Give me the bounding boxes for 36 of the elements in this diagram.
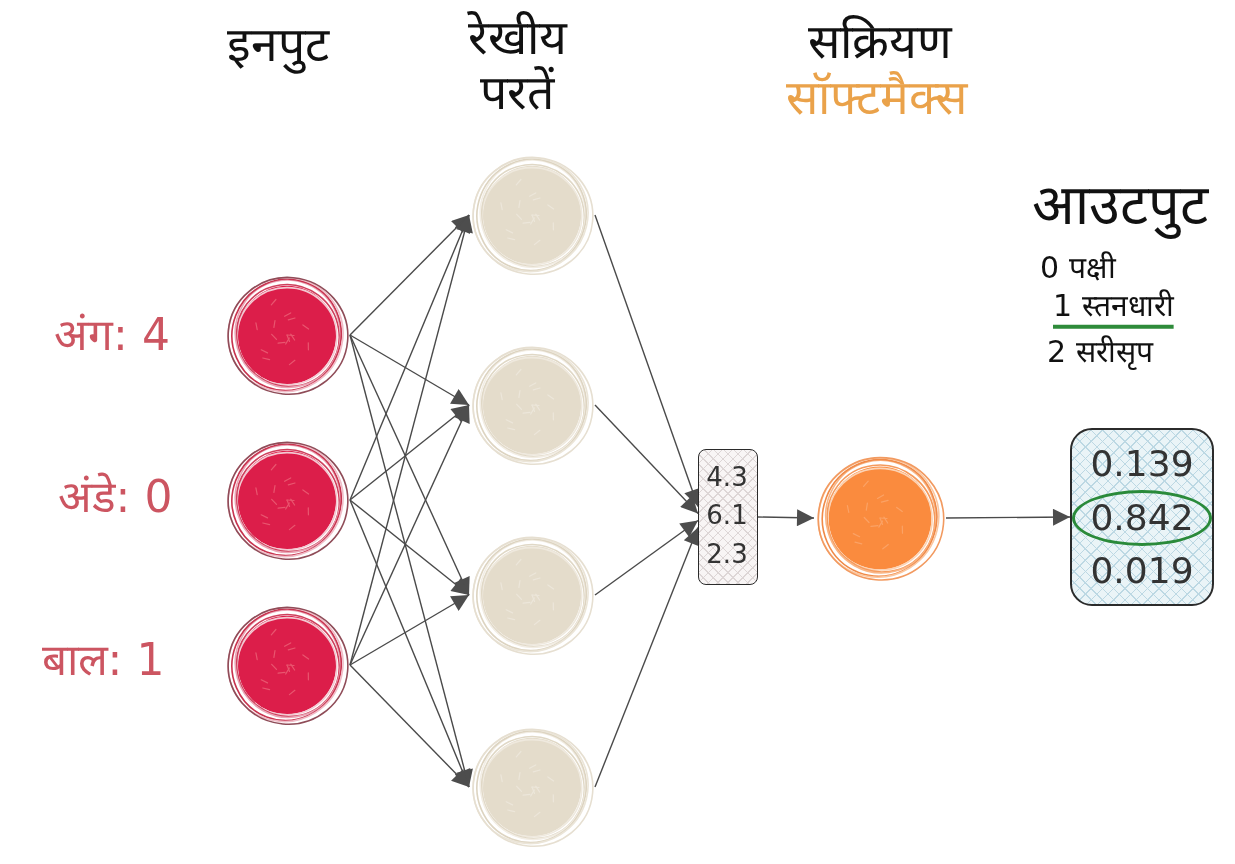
arrow (349, 404, 470, 666)
class-label: 1 स्तनधारी (1053, 288, 1174, 324)
feature-label: बाल: 1 (41, 633, 165, 687)
arrow (349, 334, 470, 596)
arrow (349, 214, 470, 336)
column-heading: सक्रियण (808, 14, 952, 70)
arrow (594, 519, 699, 596)
arrow (349, 334, 470, 406)
arrow (349, 404, 470, 501)
vector-value: 6.1 (706, 501, 748, 531)
column-heading: सॉफ्टमैक्स (785, 70, 967, 126)
arrow (757, 509, 815, 527)
column-heading: रेखीय परतें (466, 10, 569, 121)
class-label: 2 सरीसृप (1047, 334, 1153, 370)
column-heading: आउटपुट (1032, 172, 1208, 238)
arrow (594, 526, 700, 788)
arrow (349, 594, 470, 666)
highlight-oval (1072, 490, 1212, 546)
column-heading: इनपुट (227, 17, 329, 73)
arrow (349, 499, 470, 596)
class-label: 0 पक्षी (1040, 250, 1116, 286)
vector-value: 4.3 (706, 463, 748, 493)
vector-value: 2.3 (706, 540, 748, 570)
arrow (349, 334, 473, 788)
probability-box (1070, 428, 1214, 606)
feature-label: अंग: 4 (54, 308, 170, 362)
arrow (349, 499, 471, 788)
arrow (945, 508, 1071, 526)
probability-value: 0.139 (1090, 443, 1194, 485)
arrow (349, 664, 470, 788)
probability-value: 0.842 (1090, 497, 1194, 539)
arrow (349, 214, 471, 501)
feature-label: अंडे: 0 (57, 470, 173, 524)
probability-value: 0.019 (1090, 550, 1194, 592)
arrow (594, 404, 699, 515)
vector-box (698, 449, 758, 585)
